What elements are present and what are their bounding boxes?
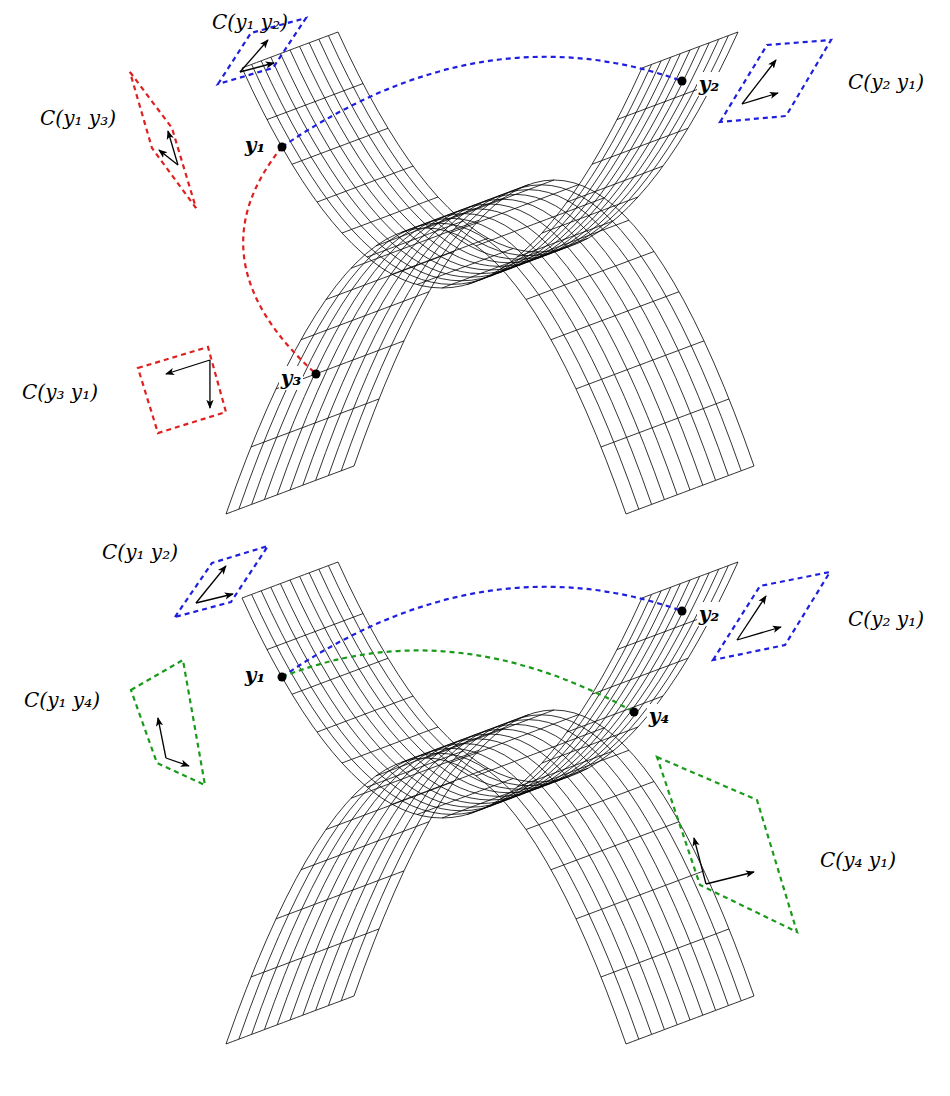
mesh-line [261, 61, 661, 281]
point-dot [312, 370, 321, 379]
mesh-line [319, 569, 719, 789]
tangent-cone: C(y₁ y₂) [96, 534, 274, 623]
tangent-cone: C(y₁ y₄) [18, 654, 211, 791]
cone-border [713, 572, 830, 660]
tangent-cone: C(y₂ y₁) [707, 566, 930, 666]
cone-outline [34, 66, 202, 214]
mesh-line [300, 576, 700, 796]
mesh-line [271, 587, 671, 807]
mesh-line [316, 194, 716, 480]
tangent-vector [168, 131, 178, 165]
tangent-vector [737, 627, 781, 640]
mesh-line [252, 594, 652, 814]
point-dot [278, 673, 287, 682]
cone-border [138, 347, 226, 433]
mesh-line [290, 580, 690, 800]
tangent-vector [196, 594, 233, 603]
mesh-line [328, 566, 728, 786]
mesh-line [280, 584, 680, 804]
point-label: y₁ [243, 133, 267, 157]
point-dot [678, 77, 687, 86]
cone-border [720, 40, 831, 122]
point-label: y₂ [697, 602, 721, 626]
cone-outline [18, 654, 211, 791]
mesh-line [290, 50, 690, 270]
cone-outline [651, 751, 902, 938]
trough-surface [242, 32, 738, 288]
mesh-line [261, 591, 661, 811]
tangent-cone: C(y₂ y₁) [714, 34, 930, 128]
mesh-line [280, 54, 680, 274]
mesh-line [354, 180, 754, 466]
mesh-line [252, 64, 652, 284]
tangent-vector [166, 758, 189, 766]
tangent-vector [159, 150, 178, 165]
tangent-cone: C(y₁ y₂) [206, 4, 312, 90]
mesh-line [309, 573, 709, 793]
cone-label: C(y₂ y₁) [848, 70, 924, 94]
tangent-cone: C(y₃ y₁) [16, 341, 232, 439]
point-label: y₄ [647, 704, 671, 728]
mesh-line [354, 710, 754, 996]
tangent-vector [742, 93, 778, 104]
mesh-line [338, 32, 738, 252]
cone-label: C(y₃ y₁) [22, 380, 98, 404]
point-dot [678, 607, 687, 616]
tangent-vector [706, 872, 754, 884]
tangent-vector [240, 63, 274, 72]
tangent-vector [737, 596, 766, 640]
mesh-line [341, 185, 741, 471]
mesh-line [338, 562, 738, 782]
mesh-line [300, 46, 700, 266]
point-label: y₁ [243, 663, 267, 687]
mesh-line [319, 39, 719, 259]
mesh-line [341, 715, 741, 1001]
dashed-geodesic [282, 57, 682, 147]
dashed-geodesic [282, 587, 682, 677]
cone-label: C(y₂ y₁) [848, 607, 924, 631]
cone-border [131, 660, 205, 785]
cone-label: C(y₁ y₂) [102, 540, 178, 564]
cone-border [130, 72, 196, 208]
mesh-line [328, 36, 728, 256]
tangent-vector [694, 838, 706, 884]
point-dot [278, 143, 287, 152]
cone-label: C(y₁ y₄) [24, 688, 100, 712]
tangent-cone: C(y₄ y₁) [651, 751, 902, 938]
tangent-cone: C(y₁ y₃) [34, 66, 202, 214]
cone-border [175, 546, 268, 617]
point-label: y₃ [279, 366, 303, 390]
tangent-vector [209, 360, 210, 408]
cone-label: C(y₁ y₃) [40, 106, 116, 130]
cone-label: C(y₄ y₁) [820, 848, 896, 872]
cone-label: C(y₁ y₂) [212, 10, 288, 34]
tangent-vector [240, 40, 268, 72]
mesh-line [309, 43, 709, 263]
mesh-line [316, 724, 716, 1010]
tangent-vector [158, 718, 166, 758]
dashed-geodesic [243, 147, 316, 374]
arch-surface [226, 710, 754, 1044]
mesh-line [271, 57, 671, 277]
point-label: y₂ [697, 72, 721, 96]
point-dot [630, 708, 639, 717]
trough-surface [242, 562, 738, 818]
mesh-line [328, 190, 728, 476]
tangent-vector [742, 60, 776, 104]
arch-surface [226, 180, 754, 514]
cone-border [657, 757, 797, 932]
tangent-vector [166, 360, 210, 374]
dashed-geodesic [282, 650, 634, 712]
